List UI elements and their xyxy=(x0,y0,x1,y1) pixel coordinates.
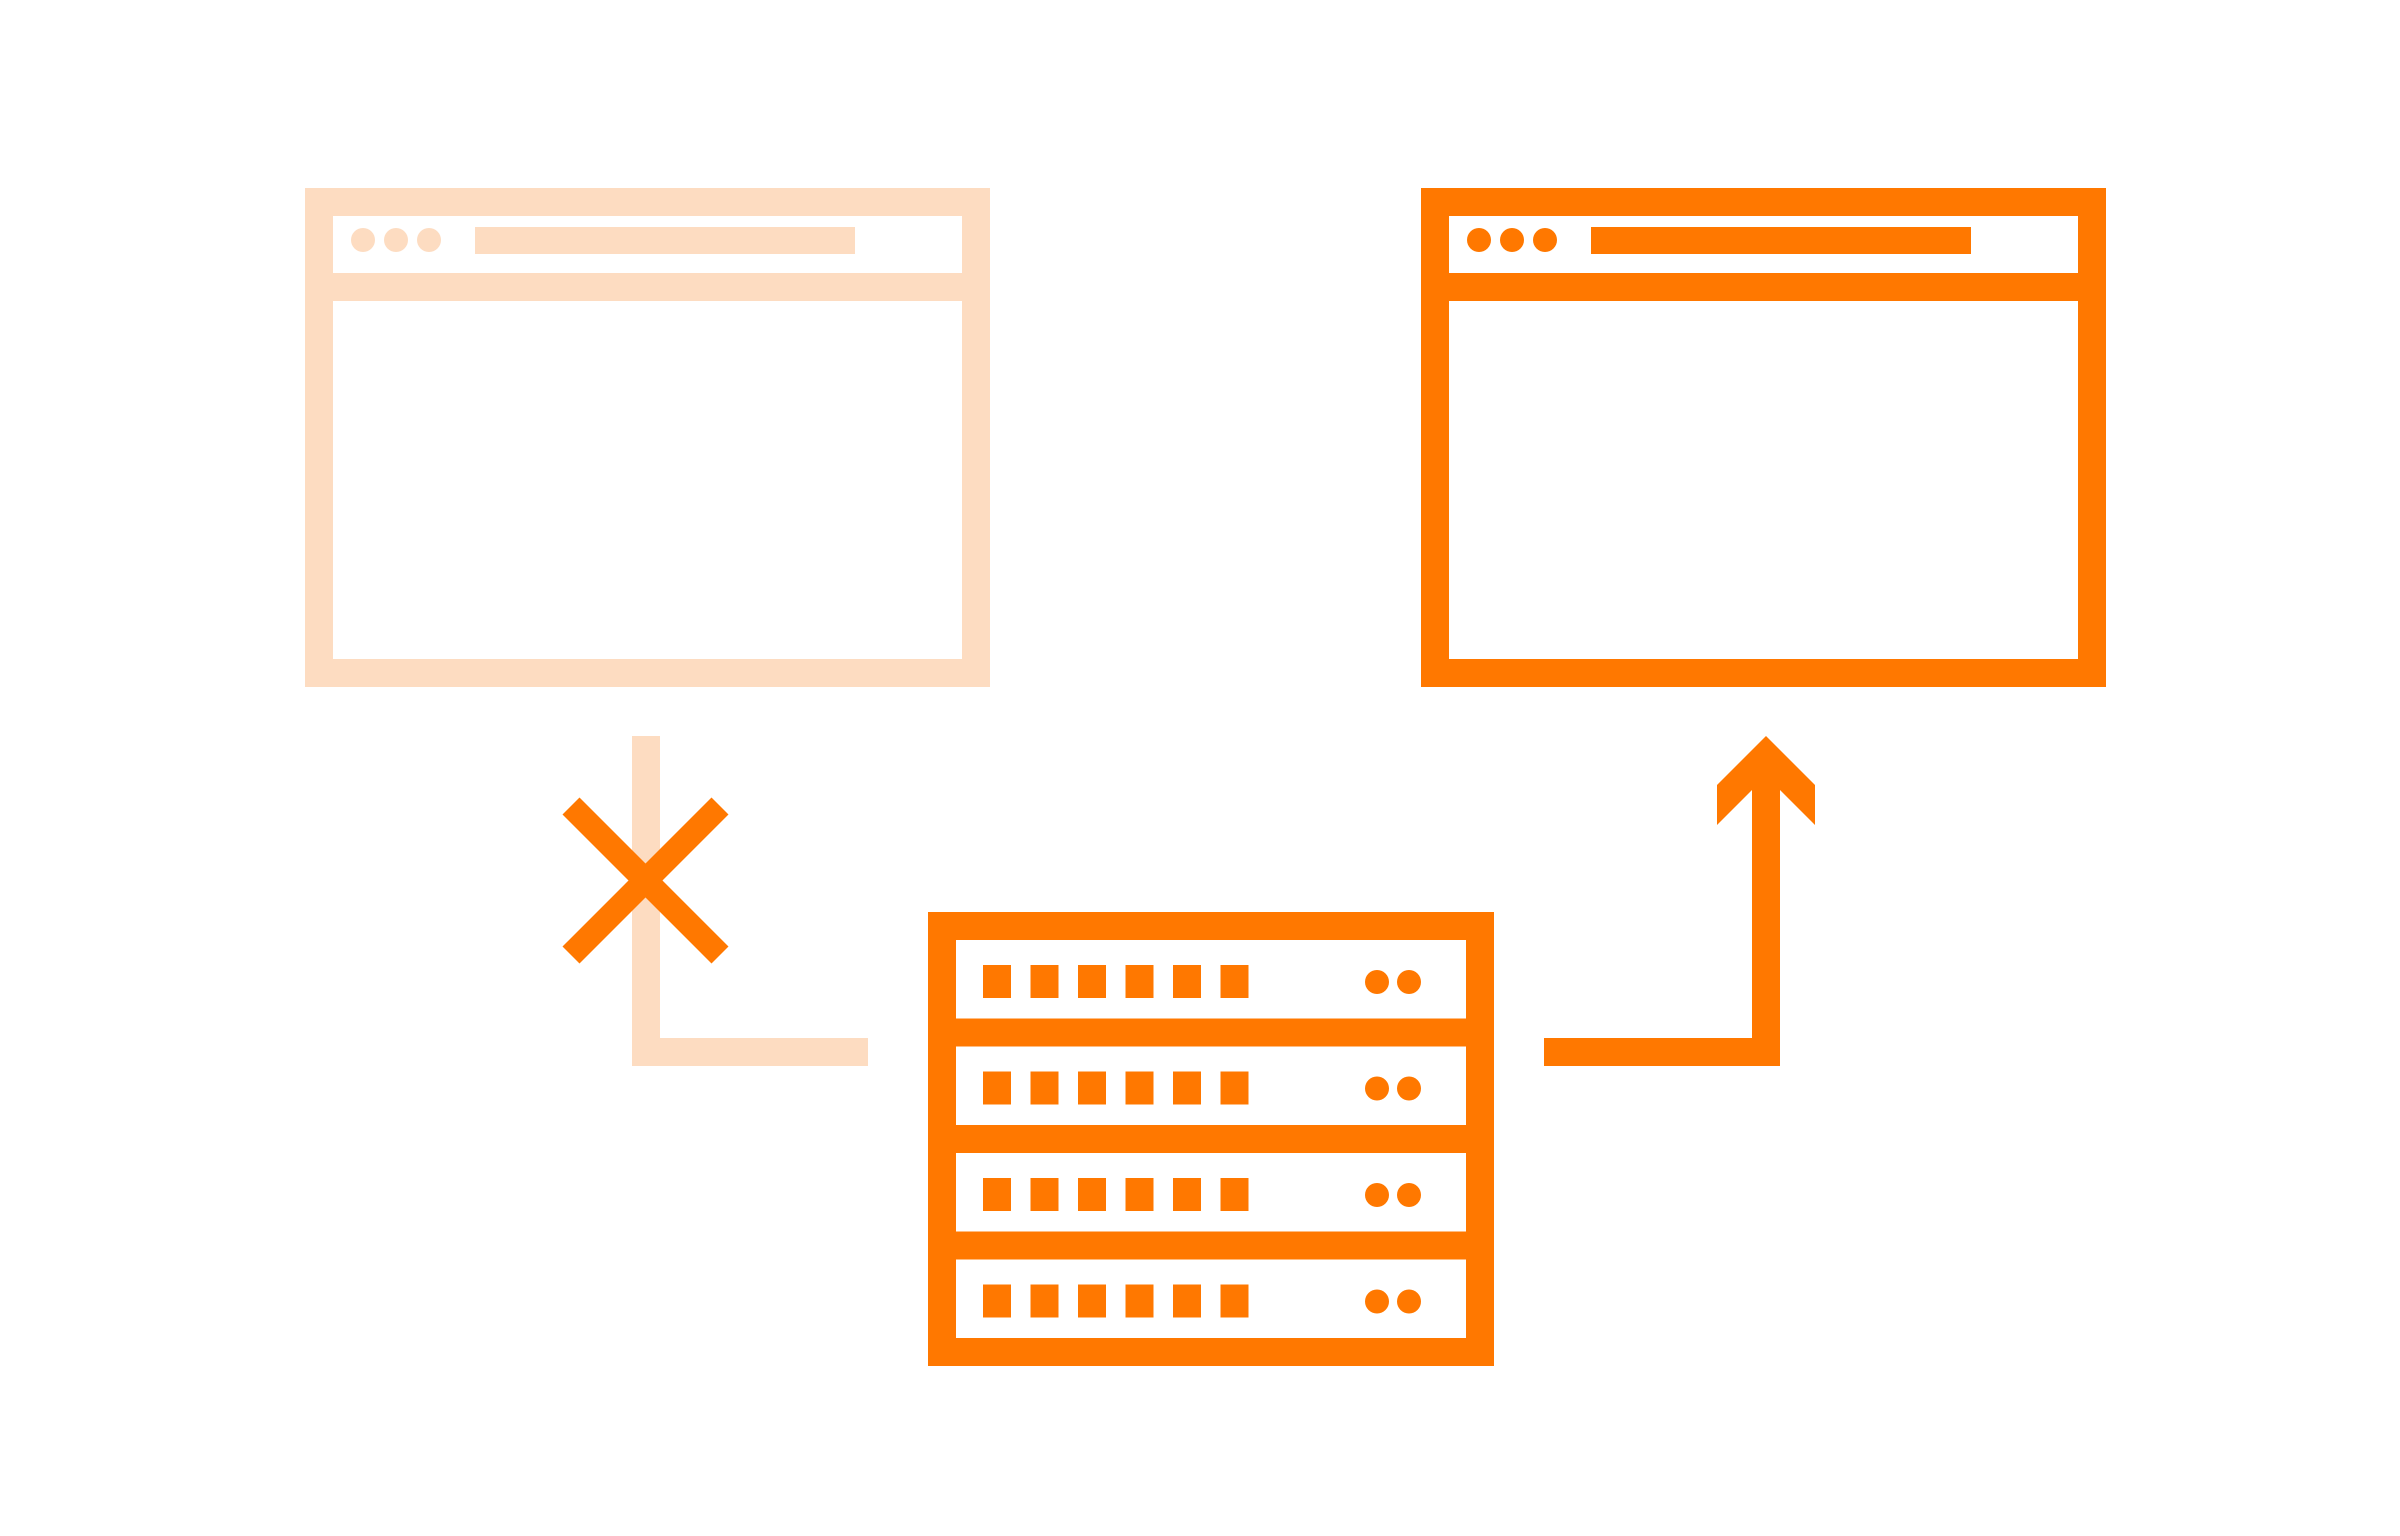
server-indicator xyxy=(1125,1071,1154,1105)
server-indicator xyxy=(1078,965,1106,998)
window-frame xyxy=(1421,188,2106,687)
server-status-light xyxy=(1397,1289,1421,1314)
server-indicator xyxy=(983,1178,1011,1211)
server-indicator xyxy=(983,1071,1011,1105)
server-indicator xyxy=(1220,1071,1249,1105)
server-status-light xyxy=(1365,1289,1389,1314)
server-indicator xyxy=(1030,1178,1059,1211)
server-status-light xyxy=(1397,970,1421,994)
server-indicator xyxy=(1125,1178,1154,1211)
server-indicator xyxy=(1125,1284,1154,1318)
server-indicator xyxy=(1173,965,1201,998)
window-dot-icon xyxy=(351,228,375,252)
server-indicator xyxy=(1030,1284,1059,1318)
server-indicator xyxy=(1030,1071,1059,1105)
blocked-connection xyxy=(562,736,868,1066)
address-bar-icon xyxy=(1591,227,1971,254)
server-indicator xyxy=(1125,965,1154,998)
server-indicator xyxy=(1173,1284,1201,1318)
window-dot-icon xyxy=(1500,228,1524,252)
server-indicator xyxy=(983,965,1011,998)
server-status-light xyxy=(1365,1183,1389,1207)
window-dot-icon xyxy=(1533,228,1557,252)
browser-window-left xyxy=(305,188,990,687)
server-unit xyxy=(928,1125,1494,1260)
server-indicator xyxy=(1173,1178,1201,1211)
window-dot-icon xyxy=(384,228,408,252)
connector-line-left xyxy=(632,736,868,1066)
server-status-light xyxy=(1365,970,1389,994)
server-indicator xyxy=(983,1284,1011,1318)
server-status-light xyxy=(1397,1183,1421,1207)
server-indicator xyxy=(1078,1071,1106,1105)
server-indicator xyxy=(1030,965,1059,998)
window-dot-icon xyxy=(417,228,441,252)
server-rack-icon xyxy=(928,912,1494,1366)
window-dot-icon xyxy=(1467,228,1491,252)
x-mark-icon xyxy=(562,797,729,964)
arrow-up-icon xyxy=(1717,736,1815,825)
server-status-light xyxy=(1397,1076,1421,1101)
server-indicator xyxy=(1078,1178,1106,1211)
window-frame xyxy=(305,188,990,687)
server-status-light xyxy=(1365,1076,1389,1101)
server-indicator xyxy=(1078,1284,1106,1318)
address-bar-icon xyxy=(475,227,855,254)
server-unit-frame xyxy=(928,1231,1494,1366)
browser-window-right xyxy=(1421,188,2106,687)
connector-line-right xyxy=(1544,770,1780,1066)
allowed-connection xyxy=(1544,736,1815,1066)
server-unit xyxy=(928,1231,1494,1366)
server-indicator xyxy=(1220,1284,1249,1318)
server-indicator xyxy=(1220,1178,1249,1211)
server-indicator xyxy=(1173,1071,1201,1105)
server-unit xyxy=(928,1018,1494,1153)
server-unit xyxy=(928,912,1494,1047)
server-indicator xyxy=(1220,965,1249,998)
